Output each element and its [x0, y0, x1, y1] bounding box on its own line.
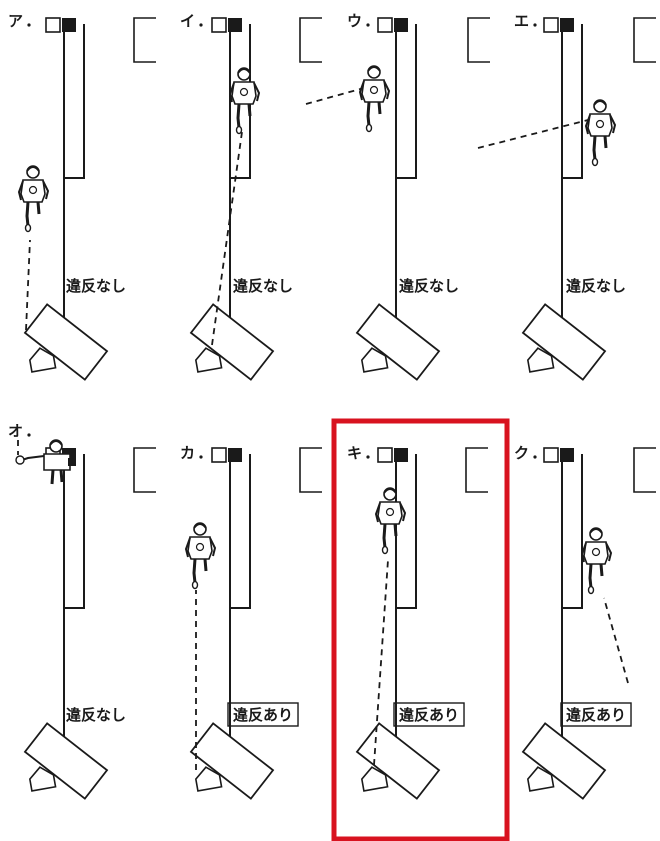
verdict-box [227, 702, 299, 727]
runner-figure [584, 98, 617, 167]
base-outline [377, 447, 393, 463]
coach-box [299, 447, 322, 493]
runner-path [211, 131, 243, 346]
runner-path [477, 119, 589, 149]
runner-figure [184, 521, 217, 590]
running-lane [64, 24, 85, 179]
runner-figure [228, 66, 261, 135]
running-lane [230, 454, 251, 609]
runner-figure [580, 526, 613, 595]
base-outline [377, 17, 393, 33]
running-lane [562, 24, 583, 179]
panel-label: ク [514, 444, 529, 462]
label-dot [533, 23, 537, 27]
first-base-bag [394, 18, 408, 32]
base-outline [543, 17, 559, 33]
verdict-text: 違反あり [399, 706, 459, 724]
verdict-text: 違反なし [66, 706, 126, 724]
runner-figure [17, 164, 50, 233]
first-base-bag [228, 448, 242, 462]
coach-box [299, 17, 322, 63]
label-dot [366, 23, 370, 27]
runner-figure [14, 438, 78, 486]
label-dot [533, 455, 537, 459]
base-outline [211, 17, 227, 33]
panel-label: キ [347, 444, 362, 462]
coach-box [465, 447, 488, 493]
coach-box [133, 447, 156, 493]
verdict-text: 違反なし [66, 277, 126, 295]
running-lane [64, 454, 85, 609]
verdict-box [393, 702, 465, 727]
label-dot [27, 23, 31, 27]
base-outline [45, 17, 61, 33]
running-lane [396, 454, 417, 609]
label-dot [27, 433, 31, 437]
label-dot [199, 455, 203, 459]
runner-path [373, 559, 389, 766]
panel-label: イ [180, 12, 195, 30]
verdict-text: 違反あり [233, 706, 293, 724]
verdict-text: 違反なし [566, 277, 626, 295]
label-dot [199, 23, 203, 27]
highlight-frame [331, 418, 510, 841]
runner-path [305, 87, 365, 105]
runner-path [603, 597, 629, 684]
runner-figure [374, 486, 407, 555]
base-outline [543, 447, 559, 463]
base-outline [211, 447, 227, 463]
first-base-bag [560, 448, 574, 462]
label-dot [366, 455, 370, 459]
panel-label: ア [8, 12, 23, 30]
running-lane [396, 24, 417, 179]
coach-box [467, 17, 490, 63]
verdict-text: 違反なし [233, 277, 293, 295]
first-base-bag [62, 18, 76, 32]
runner-figure [358, 64, 391, 133]
panel-label: オ [8, 422, 23, 440]
verdict-text: 違反あり [566, 706, 626, 724]
first-base-bag [228, 18, 242, 32]
coach-box [133, 17, 156, 63]
panel-label: カ [180, 444, 195, 462]
runner-path [25, 239, 31, 331]
running-lane [562, 454, 583, 609]
first-base-bag [394, 448, 408, 462]
coach-box [633, 447, 656, 493]
coach-box [633, 17, 656, 63]
verdict-text: 違反なし [399, 277, 459, 295]
panel-label: エ [514, 12, 529, 30]
panel-label: ウ [347, 12, 362, 30]
first-base-bag [560, 18, 574, 32]
verdict-box [560, 702, 632, 727]
